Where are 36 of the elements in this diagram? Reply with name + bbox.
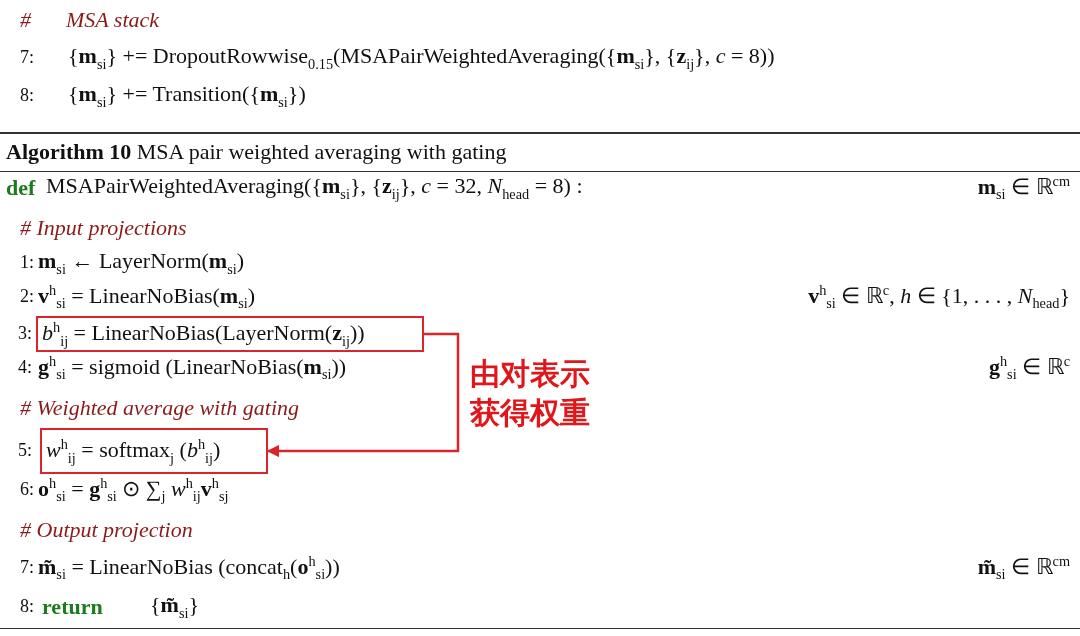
line-number: 4: — [18, 357, 32, 379]
line-number: 3: — [18, 323, 32, 345]
annotation: v$^{h}$$_{si}$ ∈ ℝ$^{c}$, h ∈ {1, . . . , N$_{head}$} — [808, 281, 1070, 313]
keyword: def — [6, 174, 36, 202]
highlight-box — [36, 316, 424, 352]
code-line: {m̃$_{si}$} — [150, 592, 199, 622]
annotation: m̃$_{si}$ ∈ ℝ$^{cm}$ — [977, 552, 1070, 584]
comment: # Output projection — [20, 516, 193, 544]
line-number: 6: — [20, 479, 34, 501]
code-line: {m$_{si}$} += DropoutRowwise$_{0.15}$(MSAPairWeightedAveraging({m$_{si}$}, {z$_{ij}$}, c = 8)) — [68, 43, 775, 73]
line-number: 5: — [18, 440, 32, 462]
algorithm-title: Algorithm 10 MSA pair weighted averaging with gating — [6, 138, 507, 166]
code-line: v$^{h}$$_{si}$ = LinearNoBias(m$_{si}$) — [38, 281, 256, 313]
arrow — [266, 332, 460, 458]
code-line: m$_{si}$ ← LayerNorm(m$_{si}$) — [38, 248, 245, 278]
line-number: 8: — [20, 85, 34, 107]
comment: # Input projections — [20, 214, 187, 242]
comment: MSA stack — [66, 6, 160, 34]
line-number: 2: — [20, 286, 34, 308]
annotation: m$_{si}$ ∈ ℝ$^{cm}$ — [977, 172, 1070, 204]
highlight-box — [40, 428, 268, 474]
code-line: b$^{h}$$_{ij}$ = LinearNoBias(LayerNorm(z$_{ij}$)) — [42, 318, 365, 350]
code-line: m̃$_{si}$ = LinearNoBias (concat$_{h}$(o$^{h}$$_{si}$)) — [38, 552, 340, 584]
code-line: {m$_{si}$} += Transition({m$_{si}$}) — [68, 81, 306, 111]
comment: # Weighted average with gating — [20, 394, 300, 422]
line-number: 1: — [20, 252, 34, 274]
line-number: 7: — [20, 47, 34, 69]
line-number: 7: — [20, 557, 34, 579]
code-line: MSAPairWeightedAveraging({m$_{si}$}, {z$_{ij}$}, c = 32, N$_{head}$ = 8) : — [46, 173, 583, 203]
comment: # — [20, 6, 31, 34]
line-number: 8: — [20, 596, 34, 618]
code-line: w$^{h}$$_{ij}$ = softmax$_{j}$ (b$^{h}$$_{ij}$) — [46, 435, 221, 467]
keyword: return — [42, 593, 103, 621]
code-line: g$^{h}$$_{si}$ = sigmoid (LinearNoBias(m$_{si}$)) — [38, 352, 347, 384]
annotation: g$^{h}$$_{si}$ ∈ ℝ$^{c}$ — [988, 352, 1070, 384]
note-text: 由对表示获得权重 — [470, 355, 591, 432]
